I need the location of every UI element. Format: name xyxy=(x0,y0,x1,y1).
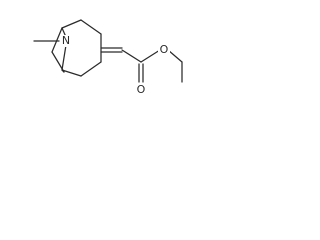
bond-c2-c3 xyxy=(80,19,102,35)
bond-c1-c2 xyxy=(61,19,82,29)
bond-n-c6 xyxy=(61,44,67,71)
tropane-core xyxy=(51,19,102,77)
bond-c5-c6 xyxy=(61,69,82,77)
ester-oxygen-label-bg xyxy=(158,44,170,56)
ester-oxygen-atom-label: O xyxy=(160,43,169,56)
ester-side-chain xyxy=(100,47,183,83)
bond-vinyl-carbonyl xyxy=(121,49,142,63)
carbonyl-oxygen-atom-label: O xyxy=(137,83,146,96)
carbonyl-oxygen-label-bg xyxy=(135,84,147,96)
chemical-structure-diagram: N O O xyxy=(33,19,183,96)
atom-labels: N O O xyxy=(60,34,170,96)
bond-carbonyl-ester-o xyxy=(140,49,161,63)
nitrogen-atom-label: N xyxy=(62,34,70,47)
bond-c1-c7 xyxy=(51,27,63,53)
structure-canvas: N O O xyxy=(0,0,204,125)
bond-ester-o-ethyl xyxy=(167,49,183,63)
nitrogen-label-bg xyxy=(60,35,72,47)
bond-c4-c5 xyxy=(80,61,102,77)
